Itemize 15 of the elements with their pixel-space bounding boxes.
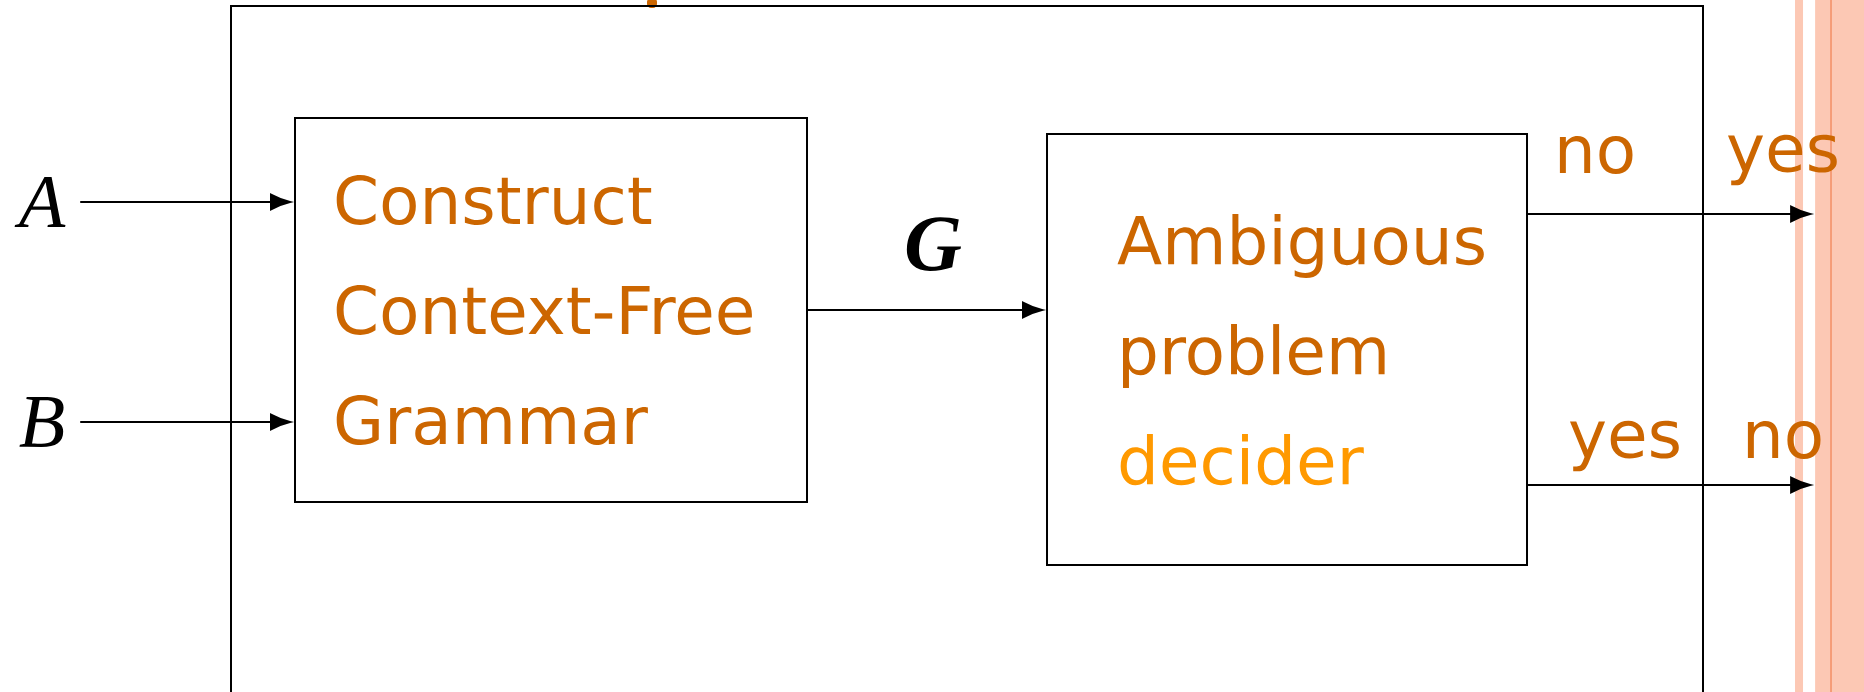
outer-box [230, 5, 1704, 692]
edge-label: G [906, 217, 961, 271]
outcome-label: yes [1569, 420, 1679, 472]
input-label: A [14, 176, 66, 228]
outcome-label: yes [1727, 134, 1837, 186]
input-label: B [19, 397, 64, 447]
outcome-label: no [1559, 136, 1633, 174]
process-box: Construct Context-Free Grammar [294, 117, 808, 503]
arrow [1527, 205, 1811, 223]
arrow [79, 413, 291, 431]
arrow [807, 301, 1043, 319]
outcome-label: no [1747, 421, 1821, 459]
process-box: Ambiguous problem decider [1046, 133, 1528, 567]
arrow [1527, 476, 1811, 494]
arrow [79, 193, 291, 211]
